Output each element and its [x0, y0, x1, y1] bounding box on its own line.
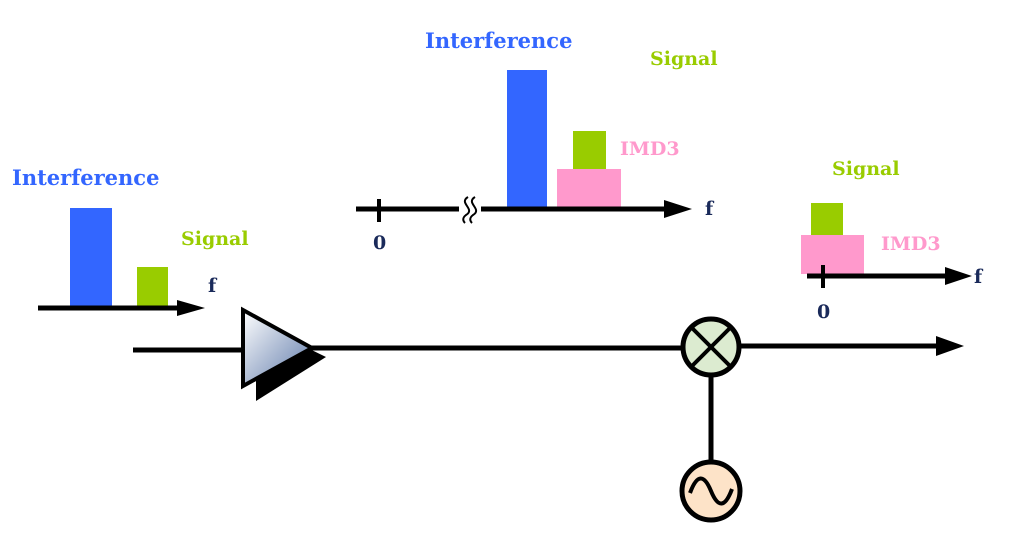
- input-interference-label: Interference: [12, 165, 159, 190]
- downconverted-imd3-label: IMD3: [881, 233, 941, 255]
- input-axis-arrowhead: [177, 300, 205, 316]
- input-interference-bar: [70, 208, 112, 308]
- amplifier-triangle-icon: [241, 306, 326, 401]
- downconverted-axis-label: f: [974, 266, 984, 288]
- amplified-interference-bar: [507, 70, 547, 209]
- amplified-axis-arrowhead: [664, 200, 692, 218]
- downconverted-imd3-bar: [801, 235, 864, 274]
- axis-break-icon: [459, 196, 481, 224]
- amplified-imd3-label: IMD3: [620, 138, 680, 160]
- downconverted-signal-label: Signal: [832, 158, 900, 180]
- downconverted-origin-label: 0: [817, 301, 830, 323]
- downconverted-spectrum: Signal IMD3 0 f: [801, 158, 984, 323]
- downconverted-axis-arrowhead: [945, 267, 972, 285]
- amplified-signal-bar: [573, 131, 606, 169]
- input-axis-label: f: [208, 275, 218, 297]
- mixer-multiply-icon: [680, 316, 742, 378]
- downconverted-signal-bar: [811, 203, 843, 235]
- amplified-signal-label: Signal: [650, 48, 718, 70]
- input-signal-bar: [137, 267, 168, 308]
- signal-chain: [133, 306, 964, 523]
- amplified-axis-label: f: [705, 198, 715, 220]
- amplified-spectrum: Interference Signal IMD3 0 f: [356, 28, 718, 254]
- input-spectrum: Interference Signal f: [12, 165, 249, 316]
- output-arrowhead: [936, 336, 964, 356]
- amplified-origin-label: 0: [373, 232, 386, 254]
- oscillator-sine-icon: [679, 459, 743, 523]
- input-signal-label: Signal: [181, 228, 249, 250]
- amplified-imd3-bar: [557, 169, 621, 209]
- amplified-interference-label: Interference: [425, 28, 572, 53]
